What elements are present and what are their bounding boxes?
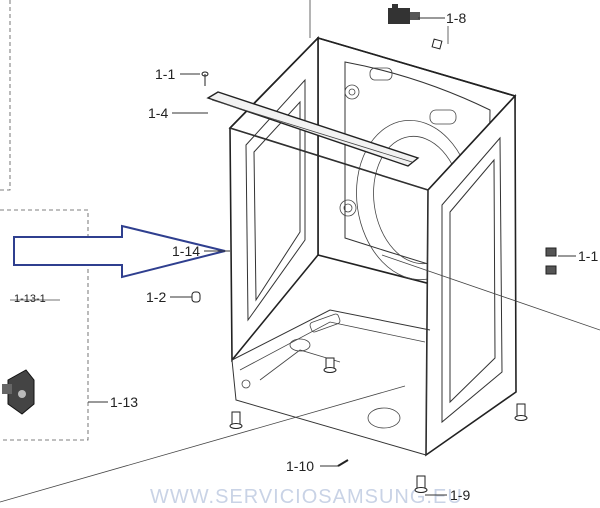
part-1-2-clip	[191, 291, 201, 303]
label-part-1-13: 1-13	[110, 394, 138, 410]
pointer-arrow	[13, 224, 226, 279]
label-part-1-14: 1-14	[172, 243, 200, 259]
part-1-8-connector	[388, 4, 420, 24]
label-part-1-4: 1-4	[148, 105, 168, 121]
part-1-10-screw	[337, 459, 349, 467]
label-part-1-2: 1-2	[146, 289, 166, 305]
label-part-1-8: 1-8	[446, 10, 466, 26]
part-1-13-1-assembly	[2, 369, 35, 415]
cabinet-feet	[229, 357, 528, 493]
label-part-1-1-right: 1-1	[578, 248, 598, 264]
label-part-1-1: 1-1	[155, 66, 175, 82]
label-part-1-13-1: 1-13-1	[14, 293, 46, 305]
part-1-1-screw	[201, 71, 209, 86]
cabinet	[206, 36, 528, 493]
watermark: WWW.SERVICIOSAMSUNG.EU	[150, 486, 463, 508]
group-boundaries	[0, 0, 89, 441]
label-part-1-10: 1-10	[286, 458, 314, 474]
part-labels: 1-8 1-1 1-4 1-14 1-13-1 1-2 1-13 1-10 1-…	[14, 10, 598, 503]
small-parts	[2, 4, 557, 467]
label-part-1-9: 1-9	[450, 487, 470, 503]
